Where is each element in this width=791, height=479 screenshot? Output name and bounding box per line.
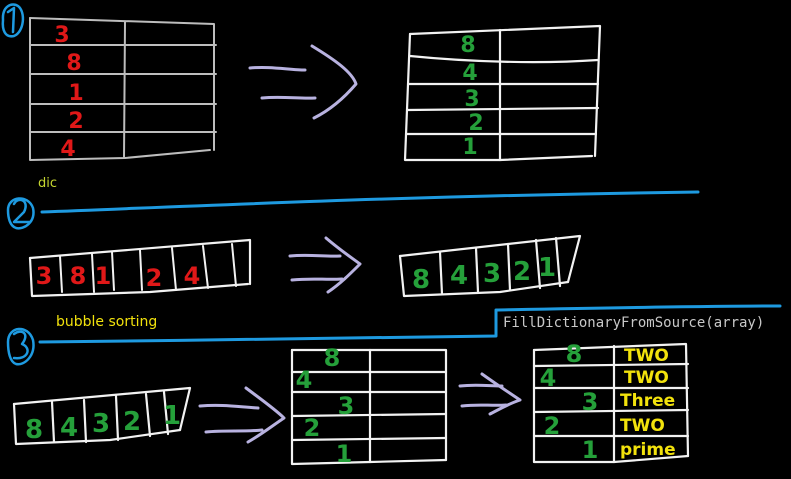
step-3-input-cell: 3 (92, 409, 110, 439)
step-3-input-cell: 4 (60, 413, 78, 443)
step-3-input-cell: 1 (163, 401, 181, 431)
step-3-middle-table (290, 348, 448, 466)
step-3-middle-cell: 4 (296, 366, 313, 394)
step-1-arrow (248, 44, 358, 120)
step-1-circle (1, 3, 25, 38)
step-2-output-cell: 8 (412, 265, 430, 295)
step-1-result-table (403, 24, 602, 162)
divider-line-3 (38, 304, 782, 344)
step-3-result-value: Three (620, 391, 675, 411)
step-2-input-cell: 2 (146, 264, 163, 292)
step-3-result-value: TWO (624, 368, 669, 388)
step-1-input-cell: 8 (66, 51, 81, 76)
step-3-middle-cell: 2 (304, 414, 321, 442)
step-1-input-cell: 2 (68, 109, 83, 134)
step-2-output-cell: 1 (538, 253, 556, 283)
step-3-arrow-b (458, 372, 522, 416)
step-2-input-cell: 1 (95, 262, 112, 290)
step-2-input-array (28, 238, 252, 298)
step-2-input-cell: 4 (184, 262, 201, 290)
step-3-middle-cell: 8 (324, 344, 341, 372)
step-3-result-value: prime (620, 440, 676, 460)
step-3-arrow-a (198, 386, 286, 444)
step-2-arrow (288, 236, 362, 294)
step-3-result-key: 4 (540, 364, 557, 392)
step-3-result-key: 8 (566, 340, 583, 368)
step-1-output-cell: 2 (468, 111, 483, 136)
step-3-middle-cell: 3 (338, 392, 355, 420)
step-3-result-value: TWO (624, 346, 669, 366)
step-2-circle (6, 197, 35, 230)
step-1-output-cell: 4 (462, 61, 477, 86)
step-3-result-key: 2 (544, 412, 561, 440)
step-1-output-cell: 8 (460, 33, 475, 58)
step-1-input-cell: 1 (68, 81, 83, 106)
step-1-input-cell: 4 (60, 137, 75, 162)
step-2-input-dividers (59, 243, 237, 293)
step-3-input-cell: 2 (123, 407, 141, 437)
step-3-result-key: 3 (582, 388, 599, 416)
step-1-output-cell: 1 (462, 135, 477, 160)
step-2-input-cell: 8 (70, 262, 87, 290)
step-3-input-cell: 8 (25, 415, 43, 445)
step-1-input-cell: 3 (54, 23, 69, 48)
step-2-output-array (398, 234, 582, 298)
step-3-circle (6, 327, 35, 366)
step-1-digit-one (6, 6, 16, 34)
step-3-input-array (12, 386, 192, 446)
step-2-caption: bubble sorting (56, 314, 158, 330)
step-1-output-cell: 3 (464, 87, 479, 112)
method-call-label: FillDictionaryFromSource(array) (503, 315, 765, 331)
divider-line-2 (40, 190, 700, 214)
step-3-result-key: 1 (582, 436, 599, 464)
step-2-input-cell: 3 (36, 262, 53, 290)
step-3-middle-cell: 1 (336, 440, 353, 468)
step-3-result-table (532, 342, 690, 464)
step-1-source-table (29, 17, 217, 161)
step-3-result-value: TWO (620, 416, 665, 436)
step-2-digit-two (12, 198, 32, 224)
step-2-output-cell: 2 (513, 257, 531, 287)
step-2-output-cell: 3 (483, 259, 501, 289)
step-1-caption: dic (38, 176, 58, 191)
step-2-output-cell: 4 (450, 261, 468, 291)
step-3-digit-three (12, 330, 29, 360)
